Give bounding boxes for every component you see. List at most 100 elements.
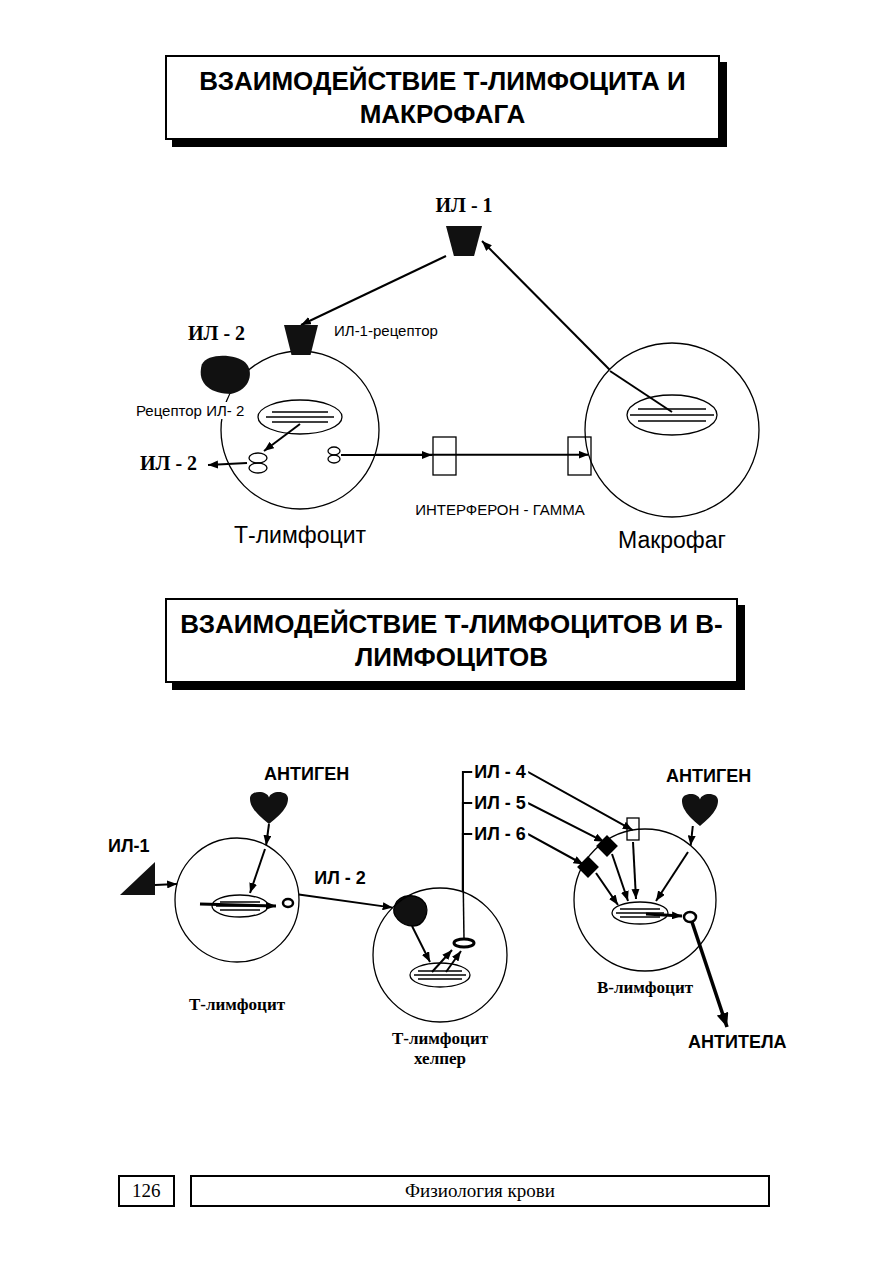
box-text: ВЗАИМОДЕЙСТВИЕ Т-ЛИМФОЦИТОВ И В-ЛИМФОЦИТ… [177,608,726,673]
interleukin-shape-fill [120,862,155,895]
box-text: Физиология крови [204,1179,756,1203]
node-label: В-лимфоцит [563,978,727,998]
chromatin-line [620,908,660,909]
signal-arrow [612,854,628,901]
chromatin-line [272,411,328,412]
secretion-line [610,371,672,412]
heading-box: ВЗАИМОДЕЙСТВИЕ Т-ЛИМФОЦИТА И МАКРОФАГА [165,55,720,140]
cell-circle-outline [372,887,508,1023]
nucleus [627,395,717,435]
chromatin-line [418,970,462,971]
connector-arrow [266,824,269,845]
chromatin-line [638,420,706,421]
antigen-heart: АНТИГЕН [682,792,718,826]
signal-arrow [412,926,430,962]
node-label: АНТИГЕН [264,764,349,785]
activation-arrow [250,849,265,893]
node-label: Т-лимфоцит [154,995,320,1015]
edge-label: ИЛ - 2 [312,868,368,889]
il6-receptor [578,857,598,877]
cell-membrane [221,351,379,509]
vesicle [249,463,267,473]
antigen-heart-outline [682,792,718,826]
secretion-ring [283,899,293,907]
nucleus [410,963,470,987]
connector-arrow [155,884,177,885]
receptor-blob: ИЛ - 2Рецептор ИЛ- 2 [196,352,254,394]
chromatin-line [638,408,706,409]
antibody-label: АНТИТЕЛА [688,1032,787,1053]
nucleus [612,902,668,924]
signal-arrow [596,873,618,905]
antigen-heart-fill [682,794,718,826]
chromatin-line [272,421,328,422]
drawing-part [200,371,727,1027]
nucleus [258,400,342,434]
chromatin-line [418,978,462,979]
edge-label: ИЛ - 6 [472,824,528,845]
activation-arrow [646,914,682,916]
edge-label: ИНТЕРФЕРОН - ГАММА [413,501,587,518]
receptor-shape: ИЛ-1-рецептор [284,325,318,355]
connector-arrow [463,772,633,892]
node-label: ИЛ - 1 [434,194,494,217]
secretion-arrow [264,424,300,451]
cell-circle: Макрофаг [584,342,760,518]
antigen-heart-fill [250,792,288,824]
receptor-shape-fill [284,325,318,355]
cell-membrane [373,888,507,1022]
interferon-square [433,437,456,475]
antigen-heart-outline [250,790,288,824]
connector-arrow [463,803,604,892]
heading-box: ВЗАИМОДЕЙСТВИЕ Т-ЛИМФОЦИТОВ И В-ЛИМФОЦИТ… [165,598,738,683]
footer-box: Физиология крови [190,1175,770,1207]
connector-arrow [482,241,609,370]
interleukin-shape: ИЛ - 1 [446,226,482,256]
connector-arrow [691,826,693,846]
edge-label: ИЛ - 4 [472,762,528,783]
interleukin-shape-outline [446,226,482,256]
interferon-receptor-square [568,437,591,475]
secretion-line [463,891,465,939]
page-number-box: 126 [118,1175,175,1207]
cell-circle: Т-лимфоцит хелпер [372,887,508,1023]
receptor-blob-fill [201,356,250,394]
node-label: ИЛ-1 [108,836,150,857]
node-label: ИЛ - 2 [188,322,245,345]
node-label: АНТИГЕН [666,766,751,787]
cell-circle: В-лимфоцит [573,828,717,972]
secretion-arrow [208,463,247,465]
box-text: 126 [132,1179,161,1203]
antibody-arrow [692,922,727,1027]
signal-arrow [656,852,688,901]
node-label: Рецептор ИЛ- 2 [134,402,246,419]
cell-membrane [585,343,759,517]
cell-circle-outline [573,828,717,972]
interleukin-shape-fill [446,226,482,256]
receptor-blob-outline [196,352,254,394]
signal-arrow [633,842,636,899]
vesicle [249,453,267,463]
chromatin-line [220,909,260,910]
node-label: ИЛ-1-рецептор [334,322,438,339]
cytokine-label: ИЛ - 2 [140,452,197,475]
edge-label: ИЛ - 5 [472,793,528,814]
vesicle [328,455,340,463]
secretion-ring [684,912,696,922]
chromatin-line [220,901,260,902]
chromatin-line [414,974,466,975]
interleukin-shape-outline [120,862,155,895]
vesicle [328,447,340,455]
il2-receptor-blob [394,896,427,926]
node-label: Т-лимфоцит [200,522,400,549]
connector-arrow [301,256,446,325]
cell-circle-outline [584,342,760,518]
chromatin-line [620,916,660,917]
connector-arrow [375,454,589,456]
cell-membrane [574,829,716,971]
box-text: ВЗАИМОДЕЙСТВИЕ Т-ЛИМФОЦИТА И МАКРОФАГА [177,65,708,130]
